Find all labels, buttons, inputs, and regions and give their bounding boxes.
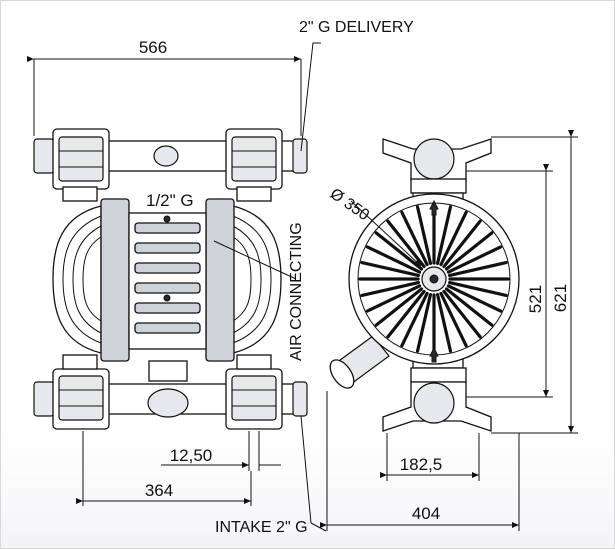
- disc-rib: [442, 289, 482, 339]
- dim-182-5: 182,5: [400, 455, 443, 474]
- center-ribs: [134, 215, 201, 334]
- disc-rib: [415, 205, 433, 266]
- disc-rib: [415, 292, 433, 353]
- top-right-port: [292, 138, 308, 174]
- dim-404: 404: [412, 504, 440, 523]
- disc-rib: [435, 205, 453, 266]
- disc-rib: [447, 280, 508, 298]
- bottom-right-port: [292, 381, 308, 417]
- disc-rib: [442, 219, 482, 269]
- bottom-left-clamp: [52, 354, 110, 430]
- left-housing: [52, 205, 102, 354]
- disc-rib: [400, 210, 429, 267]
- disc-rib: [435, 292, 453, 353]
- intake-label: INTAKE 2" G: [215, 519, 308, 536]
- disc-rib: [447, 260, 508, 278]
- disc-rib: [365, 284, 422, 313]
- air-connecting-label: AIR CONNECTING: [288, 222, 305, 361]
- bottom-left-cap: [33, 381, 55, 417]
- air-size-label: 1/2" G: [146, 191, 194, 210]
- disc-rib: [444, 287, 494, 327]
- dim-521: 521: [526, 285, 545, 313]
- disc-rib: [365, 245, 422, 274]
- disc-rib: [400, 291, 429, 348]
- disc-ribs: [358, 203, 510, 355]
- delivery-label: 2" G DELIVERY: [299, 19, 414, 36]
- dim-12-50: 12,50: [170, 446, 213, 465]
- disc-rib: [446, 284, 503, 313]
- right-housing: [232, 205, 282, 354]
- top-left-clamp: [52, 128, 110, 202]
- dim-621: 621: [551, 284, 570, 312]
- disc-rib: [386, 289, 426, 339]
- right-flange: [205, 198, 235, 362]
- side-view: Ø 350 521 621 182,5 404: [320, 130, 578, 531]
- disc-rib: [386, 219, 426, 269]
- disc-rib: [439, 291, 468, 348]
- bottom-right-clamp: [225, 354, 283, 430]
- disc-rib: [360, 260, 421, 278]
- left-flange: [100, 198, 130, 362]
- top-right-clamp: [225, 128, 283, 202]
- disc-rib: [444, 231, 494, 271]
- disc-rib: [360, 280, 421, 298]
- bottom-manifold-side: [382, 355, 492, 432]
- diameter-label: Ø 350: [327, 185, 373, 224]
- top-left-cap: [33, 138, 55, 174]
- dim-566: 566: [139, 38, 167, 57]
- front-view: 566 2" G DELIVERY 1/2" G AIR CONNECTING …: [27, 19, 414, 536]
- dim-364: 364: [145, 481, 173, 500]
- disc-rib: [446, 245, 503, 274]
- disc-rib: [439, 210, 468, 267]
- disc-rib: [374, 287, 424, 327]
